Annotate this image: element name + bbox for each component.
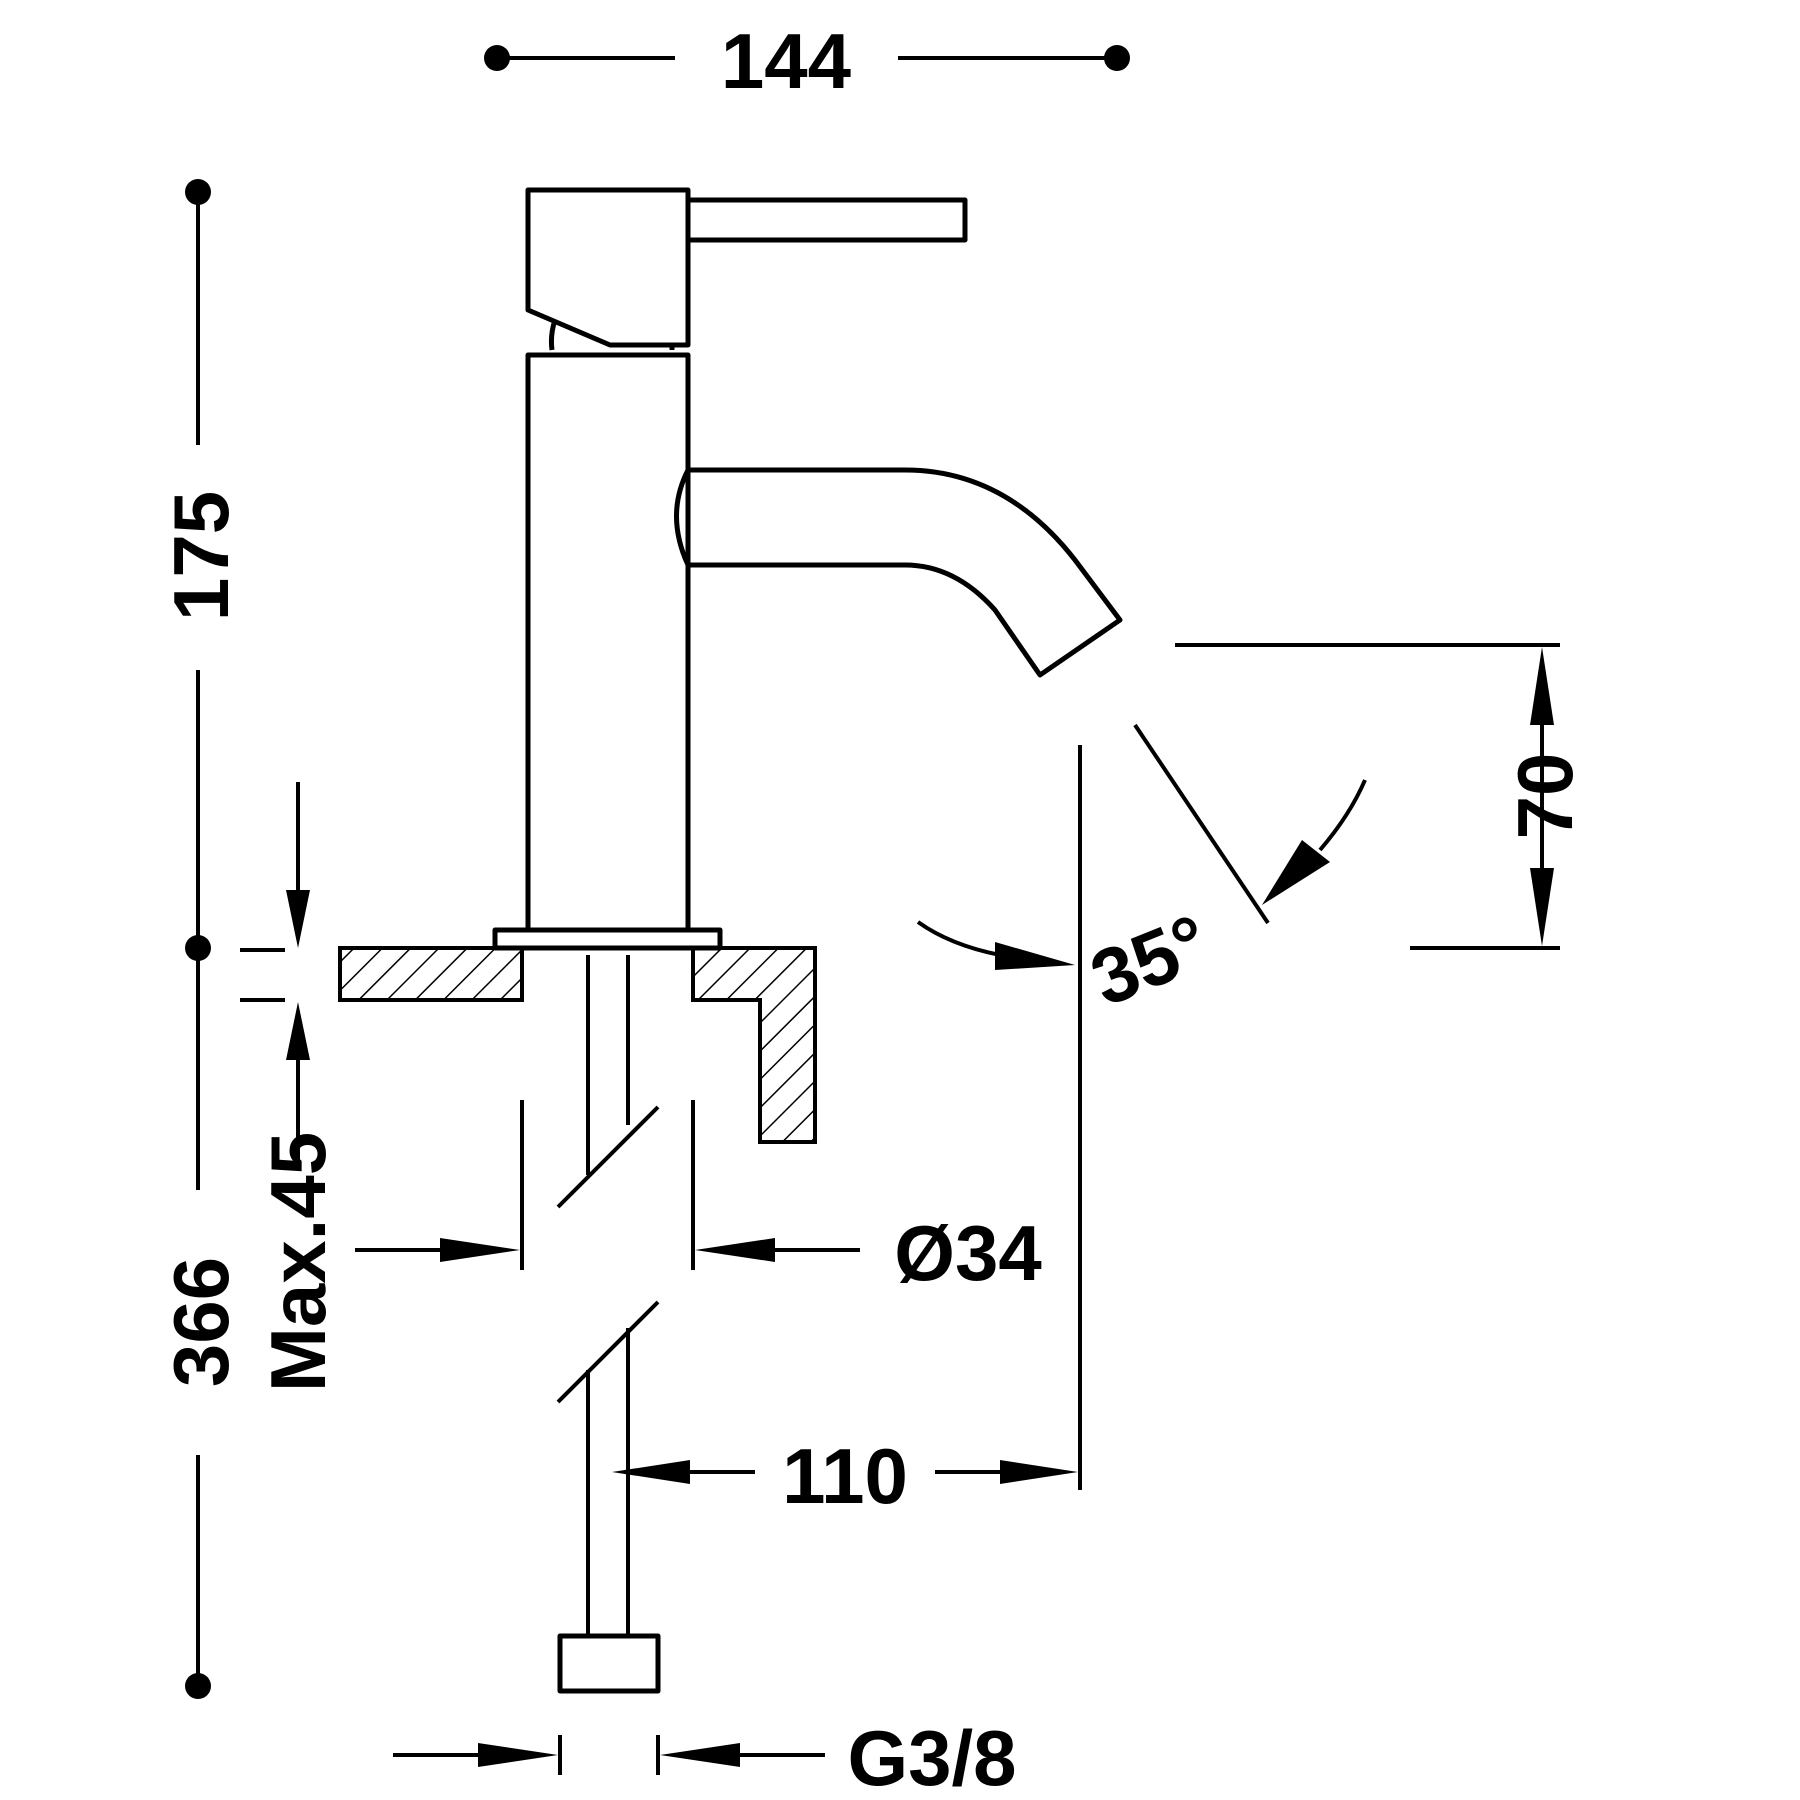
countertop-section [338,946,817,1144]
lever-handle [688,197,968,243]
height-above-deck-dimension: 175 [157,179,245,961]
total-height-label: 366 [157,1257,245,1387]
hose-connector [557,1633,661,1694]
deck-thickness-label: Max.45 [254,1132,342,1392]
width-label: 144 [721,17,851,105]
total-height-dimension: 366 [157,948,245,1699]
break-line-top [556,1105,660,1209]
deck-thickness-dimension: Max.45 [240,782,342,1392]
height-above-deck-label: 175 [157,491,245,621]
tap-column [525,352,691,933]
handle-neck [548,319,675,351]
diameter-dimension: Ø34 [355,1100,1042,1297]
countertop-right [691,946,817,1144]
connection-dimension: G3/8 [393,1714,1017,1800]
spout-angle-dimension: 35° [916,723,1367,1023]
spout-height-dimension: 70 [1175,643,1589,950]
spout-reach-label: 110 [782,1432,908,1520]
supply-pipe [556,955,661,1694]
spout-joint [674,468,691,567]
handle-block [525,187,691,348]
spout-height-label: 70 [1501,753,1589,840]
countertop-left [338,946,524,1002]
tap-body [492,187,1123,951]
spout-reach-dimension: 110 [612,745,1082,1520]
spout-angle-label: 35° [1079,897,1221,1023]
break-line-bottom [556,1300,660,1404]
width-dimension: 144 [484,17,1130,105]
base-flange [492,927,723,951]
diameter-label: Ø34 [894,1209,1041,1297]
spout [688,467,1123,678]
connection-label: G3/8 [847,1714,1016,1800]
